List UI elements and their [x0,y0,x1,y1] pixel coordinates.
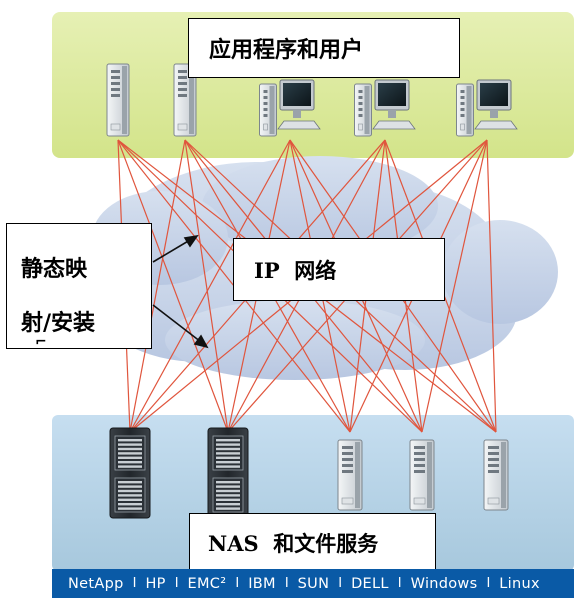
vendor-emc: EMC² [187,575,227,592]
vendor-separator: I [397,576,402,591]
applications-users-label: 应用程序和用户 [188,18,460,78]
network-link [421,139,488,433]
vendor-netapp: NetApp [68,575,124,592]
vendor-separator: I [235,576,240,591]
static-mapping-line-2: 射/安装 [21,310,96,336]
vendor-separator: I [338,576,343,591]
server-icon [106,63,130,137]
vendor-dell: DELL [351,575,389,592]
clients-row [106,63,518,137]
vendor-separator: I [174,576,179,591]
static-mapping-label: 静态映 射/安装 [6,223,152,349]
vendor-bar: NetApp I HP I EMC² I IBM I SUN I DELL I … [52,569,574,598]
server-icon [337,439,363,511]
network-link [129,139,186,433]
network-link [486,139,497,433]
vendor-separator: I [486,576,491,591]
network-link [184,139,229,433]
network-link [117,139,229,433]
vendor-ibm: IBM [248,575,276,592]
ip-network-title: IP 网络 [254,257,337,283]
network-link [129,139,291,433]
vendor-separator: I [284,576,289,591]
static-mapping-mark: ⌐ [35,334,47,350]
workstation-icon [259,79,321,137]
vendor-linux: Linux [499,575,540,592]
workstation-icon [456,79,518,137]
nas-file-services-label: NAS 和文件服务 [189,513,436,573]
static-mapping-arrows [152,234,209,349]
vendor-sun: SUN [297,575,330,592]
static-mapping-line-1: 静态映 [21,256,88,282]
workstation-icon [354,79,416,137]
nas-file-services-title: NAS 和文件服务 [208,531,379,556]
storage-array-icon [109,427,151,519]
ip-network-label: IP 网络 [233,238,445,301]
server-icon [483,439,509,511]
storage-array-icon [207,427,249,519]
server-icon [409,439,435,511]
vendor-hp: HP [145,575,166,592]
vendor-windows: Windows [410,575,478,592]
server-icon [173,63,197,137]
storage-row [109,427,509,519]
applications-users-title: 应用程序和用户 [209,37,364,63]
storage-band [52,415,574,571]
vendor-separator: I [132,576,137,591]
